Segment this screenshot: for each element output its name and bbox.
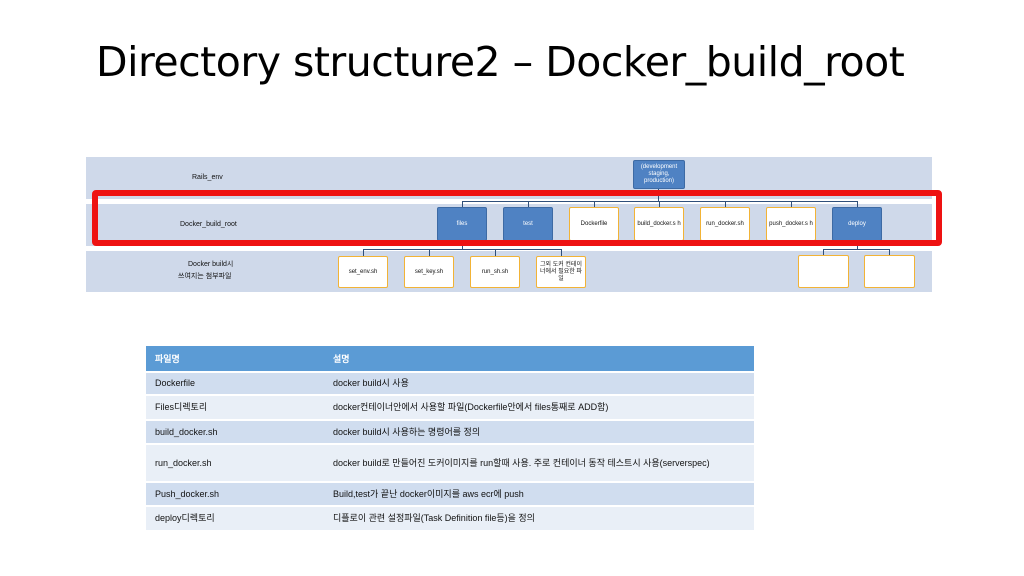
connector-deploy-child-1: [823, 249, 824, 255]
connector-set-env: [363, 249, 364, 256]
cell-filename: build_docker.sh: [146, 419, 324, 444]
cell-description: docker build로 만들어진 도커이미지를 run할때 사용. 주로 컨…: [324, 443, 754, 482]
cell-description: 디플로이 관련 설정파일(Task Definition file등)을 정의: [324, 505, 754, 530]
connector-run-sh: [495, 249, 496, 256]
connector-dockerfile: [594, 201, 595, 207]
cell-filename: deploy디렉토리: [146, 505, 324, 530]
band-label-rails-env: Rails_env: [192, 174, 223, 181]
table-row: build_docker.sh docker build시 사용하는 명령어를 …: [146, 419, 754, 444]
node-environments: (development staging, production): [633, 160, 685, 189]
table-row: Push_docker.sh Build,test가 끝난 docker이미지를…: [146, 481, 754, 506]
cell-filename: Dockerfile: [146, 371, 324, 395]
connector-set-key: [429, 249, 430, 256]
highlight-box: [92, 190, 942, 246]
band-label-docker-build-root: Docker_build_root: [180, 221, 237, 228]
connector-other: [561, 249, 562, 256]
connector-deploy: [857, 201, 858, 207]
table-row: Files디렉토리 docker컨테이너안에서 사용할 파일(Dockerfil…: [146, 394, 754, 420]
header-filename: 파일명: [146, 346, 324, 372]
node-set-key: set_key.sh: [404, 256, 454, 288]
connector-files: [462, 201, 463, 207]
cell-filename: Files디렉토리: [146, 394, 324, 420]
node-other-files: 그외 도커 컨테이너에서 필요한 파일: [536, 256, 586, 288]
connector-deploy-bar: [823, 249, 890, 250]
band-label-docker-build-files-1: Docker build시: [188, 261, 234, 268]
cell-filename: Push_docker.sh: [146, 481, 324, 506]
table-row: run_docker.sh docker build로 만들어진 도커이미지를 …: [146, 443, 754, 482]
connector-push-docker: [791, 201, 792, 207]
node-build-docker: build_docker.s h: [634, 207, 684, 241]
node-deploy: deploy: [832, 207, 882, 241]
cell-description: docker컨테이너안에서 사용할 파일(Dockerfile안에서 files…: [324, 394, 754, 420]
node-deploy-child-1: [798, 255, 849, 288]
file-description-table: 파일명 설명 Dockerfile docker build시 사용 Files…: [146, 346, 754, 530]
node-dockerfile: Dockerfile: [569, 207, 619, 241]
node-run-sh: run_sh.sh: [470, 256, 520, 288]
node-run-docker: run_docker.sh: [700, 207, 750, 241]
cell-filename: run_docker.sh: [146, 443, 324, 482]
table-row: Dockerfile docker build시 사용: [146, 371, 754, 395]
cell-description: docker build시 사용하는 명령어를 정의: [324, 419, 754, 444]
node-set-env: set_env.sh: [338, 256, 388, 288]
connector-test: [528, 201, 529, 207]
table-header-row: 파일명 설명: [146, 346, 754, 372]
band-label-docker-build-files-2: 쓰여지는 첨부파일: [178, 273, 232, 280]
connector-build-docker: [659, 201, 660, 207]
node-test: test: [503, 207, 553, 241]
cell-description: docker build시 사용: [324, 371, 754, 395]
connector-run-docker: [725, 201, 726, 207]
node-deploy-child-2: [864, 255, 915, 288]
connector-deploy-child-2: [889, 249, 890, 255]
connector-files-bar: [363, 249, 561, 250]
cell-description: Build,test가 끝난 docker이미지를 aws ecr에 push: [324, 481, 754, 506]
table-row: deploy디렉토리 디플로이 관련 설정파일(Task Definition …: [146, 505, 754, 530]
header-description: 설명: [324, 346, 754, 372]
page-title: Directory structure2 – Docker_build_root: [96, 38, 905, 86]
